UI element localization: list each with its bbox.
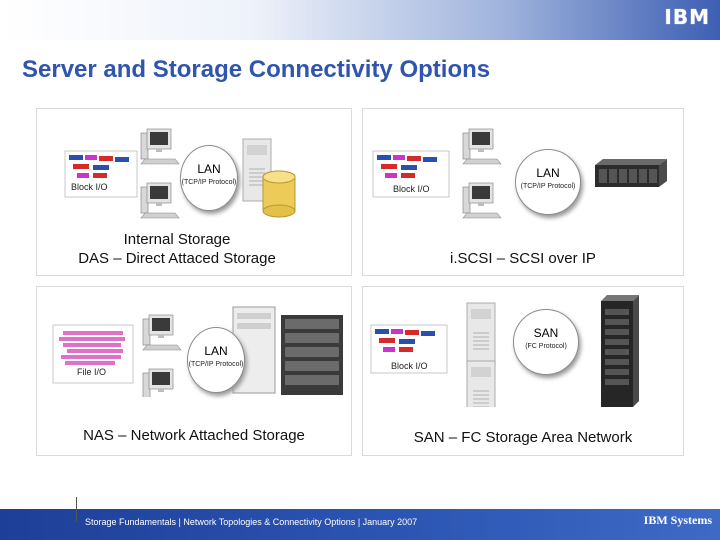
nas-network-label: LAN	[188, 344, 244, 358]
ibm-logo: IBM	[664, 5, 710, 29]
san-io-label: Block I/O	[391, 361, 428, 371]
panel-san: Block I/O SAN (FC Protocol) SAN – FC Sto…	[362, 286, 684, 456]
ibm-systems-logo: IBM Systems	[644, 513, 712, 528]
client-pc-icon	[143, 369, 181, 397]
header-bar: IBM	[0, 0, 720, 40]
nas-protocol-label: (TCP/IP Protocol)	[188, 360, 244, 369]
iscsi-protocol-label: (TCP/IP Protocol)	[516, 182, 580, 191]
iscsi-network-cloud: LAN (TCP/IP Protocol)	[515, 149, 581, 215]
nas-caption: NAS – Network Attached Storage	[37, 427, 351, 444]
das-network-label: LAN	[181, 162, 237, 176]
san-caption: SAN – FC Storage Area Network	[363, 429, 683, 446]
san-network-label: SAN	[514, 326, 578, 340]
san-network-cloud: SAN (FC Protocol)	[513, 309, 579, 375]
das-io-label: Block I/O	[71, 182, 108, 192]
das-protocol-label: (TCP/IP Protocol)	[181, 178, 237, 187]
server-tower-icon	[467, 361, 495, 407]
nas-io-label: File I/O	[77, 367, 106, 377]
client-pc-icon	[141, 183, 179, 218]
client-pc-icon	[141, 129, 179, 164]
client-pc-icon	[143, 315, 181, 350]
das-network-cloud: LAN (TCP/IP Protocol)	[180, 145, 238, 211]
client-pc-icon	[463, 129, 501, 164]
page-title: Server and Storage Connectivity Options	[22, 56, 490, 84]
iscsi-network-label: LAN	[516, 166, 580, 180]
das-caption-line1: Internal Storage	[19, 231, 335, 248]
iscsi-storage-icon	[595, 159, 667, 187]
iscsi-caption: i.SCSI – SCSI over IP	[363, 250, 683, 267]
panel-nas: File I/O LAN (TCP/IP Protocol) NAS – Net…	[36, 286, 352, 456]
panel-iscsi: Block I/O LAN (TCP/IP Protocol) i.SCSI –…	[362, 108, 684, 276]
panel-das: Block I/O LAN (TCP/IP Protocol) Internal…	[36, 108, 352, 276]
iscsi-io-label: Block I/O	[393, 184, 430, 194]
nas-storage-icon	[233, 307, 343, 395]
client-pc-icon	[463, 183, 501, 218]
san-protocol-label: (FC Protocol)	[514, 342, 578, 351]
footer-divider	[76, 497, 77, 521]
server-tower-icon	[467, 303, 495, 365]
nas-network-cloud: LAN (TCP/IP Protocol)	[187, 327, 245, 393]
footer-text: Storage Fundamentals | Network Topologie…	[85, 517, 417, 527]
san-storage-rack-icon	[601, 295, 639, 407]
das-caption-line2: DAS – Direct Attaced Storage	[19, 250, 335, 267]
